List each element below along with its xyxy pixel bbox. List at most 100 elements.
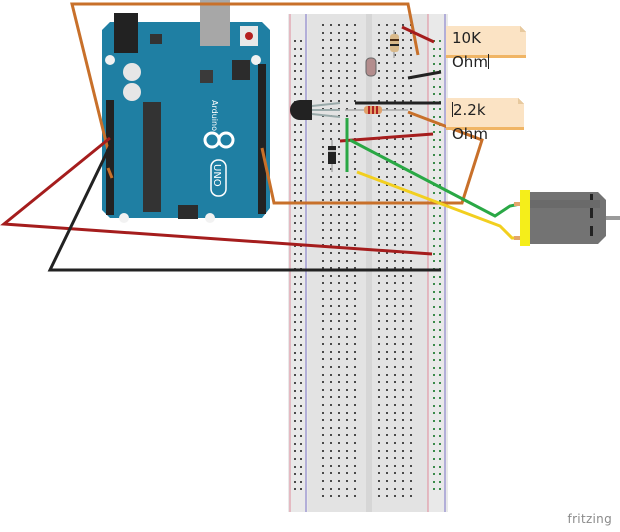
diode[interactable] bbox=[328, 140, 336, 172]
breadboard-hole bbox=[402, 389, 404, 391]
dc-motor[interactable] bbox=[514, 190, 620, 246]
breadboard-hole bbox=[330, 495, 332, 497]
breadboard-hole bbox=[433, 336, 435, 338]
breadboard-hole bbox=[378, 480, 380, 482]
breadboard-hole bbox=[294, 306, 296, 308]
breadboard-hole bbox=[330, 77, 332, 79]
note-10k-ohm[interactable]: 10K Ohm bbox=[446, 26, 526, 71]
breadboard[interactable] bbox=[288, 14, 448, 512]
breadboard-holes bbox=[294, 24, 441, 497]
wire-black-ground[interactable] bbox=[47, 145, 441, 272]
breadboard-hole bbox=[386, 199, 388, 201]
breadboard-hole bbox=[354, 237, 356, 239]
breadboard-hole bbox=[402, 77, 404, 79]
wire-black-top[interactable] bbox=[407, 70, 442, 80]
breadboard-hole bbox=[410, 343, 412, 345]
breadboard-hole bbox=[433, 116, 435, 118]
breadboard-hole bbox=[338, 282, 340, 284]
resistor-2k2[interactable] bbox=[345, 106, 408, 114]
breadboard-hole bbox=[322, 92, 324, 94]
breadboard-hole bbox=[322, 199, 324, 201]
breadboard-hole bbox=[394, 244, 396, 246]
wire-orange-right[interactable] bbox=[260, 110, 484, 205]
breadboard-hole bbox=[394, 24, 396, 26]
reset-button[interactable] bbox=[245, 32, 253, 40]
breadboard-hole bbox=[378, 267, 380, 269]
breadboard-hole bbox=[322, 168, 324, 170]
breadboard-hole bbox=[294, 200, 296, 202]
breadboard-hole bbox=[300, 367, 302, 369]
breadboard-hole bbox=[354, 275, 356, 277]
breadboard-hole bbox=[394, 480, 396, 482]
breadboard-hole bbox=[386, 336, 388, 338]
breadboard-hole bbox=[394, 366, 396, 368]
breadboard-hole bbox=[338, 442, 340, 444]
breadboard-hole bbox=[322, 130, 324, 132]
breadboard-hole bbox=[322, 138, 324, 140]
breadboard-hole bbox=[433, 306, 435, 308]
breadboard-hole bbox=[346, 381, 348, 383]
wire-red-power[interactable] bbox=[0, 136, 433, 256]
digital-header[interactable] bbox=[258, 64, 266, 214]
breadboard-hole bbox=[300, 283, 302, 285]
resistor-10k[interactable] bbox=[390, 30, 399, 58]
breadboard-hole bbox=[439, 443, 441, 445]
breadboard-hole bbox=[330, 328, 332, 330]
breadboard-hole bbox=[330, 130, 332, 132]
breadboard-hole bbox=[378, 450, 380, 452]
breadboard-hole bbox=[354, 495, 356, 497]
breadboard-hole bbox=[338, 427, 340, 429]
breadboard-hole bbox=[322, 123, 324, 125]
breadboard-hole bbox=[346, 351, 348, 353]
breadboard-hole bbox=[402, 457, 404, 459]
wire-orange-short[interactable] bbox=[106, 167, 114, 179]
breadboard-hole bbox=[322, 32, 324, 34]
breadboard-hole bbox=[402, 336, 404, 338]
transistor[interactable] bbox=[290, 100, 341, 120]
breadboard-hole bbox=[294, 253, 296, 255]
breadboard-hole bbox=[354, 153, 356, 155]
breadboard-hole bbox=[394, 396, 396, 398]
breadboard-hole bbox=[346, 184, 348, 186]
breadboard-hole bbox=[300, 428, 302, 430]
breadboard-hole bbox=[322, 275, 324, 277]
note-2k2-ohm[interactable]: 2.2k Ohm bbox=[446, 98, 524, 143]
wire-orange-top[interactable] bbox=[70, 2, 420, 151]
breadboard-hole bbox=[439, 473, 441, 475]
breadboard-hole bbox=[433, 314, 435, 316]
breadboard-hole bbox=[300, 458, 302, 460]
breadboard-hole bbox=[346, 206, 348, 208]
breadboard-hole bbox=[346, 404, 348, 406]
breadboard-hole bbox=[378, 313, 380, 315]
breadboard-hole bbox=[402, 153, 404, 155]
breadboard-hole bbox=[300, 276, 302, 278]
breadboard-hole bbox=[330, 351, 332, 353]
breadboard-hole bbox=[439, 146, 441, 148]
breadboard-hole bbox=[378, 24, 380, 26]
breadboard-hole bbox=[330, 138, 332, 140]
breadboard-hole bbox=[402, 267, 404, 269]
motor-shaft bbox=[606, 216, 620, 220]
breadboard-hole bbox=[386, 54, 388, 56]
photoresistor[interactable] bbox=[365, 57, 377, 77]
motor-terminal[interactable] bbox=[514, 236, 520, 240]
breadboard-hole bbox=[378, 282, 380, 284]
breadboard-hole bbox=[410, 298, 412, 300]
breadboard-hole bbox=[402, 450, 404, 452]
breadboard-hole bbox=[354, 465, 356, 467]
wire-red-top[interactable] bbox=[401, 25, 435, 44]
motor-terminal[interactable] bbox=[514, 202, 520, 206]
arduino-uno[interactable]: Arduino UNO bbox=[102, 0, 270, 223]
breadboard-hole bbox=[330, 92, 332, 94]
breadboard-hole bbox=[294, 78, 296, 80]
breadboard-hole bbox=[439, 238, 441, 240]
breadboard-hole bbox=[394, 419, 396, 421]
wire-red-mid[interactable] bbox=[339, 132, 434, 143]
breadboard-hole bbox=[378, 123, 380, 125]
power-analog-header[interactable] bbox=[106, 100, 114, 215]
breadboard-hole bbox=[354, 70, 356, 72]
breadboard-hole bbox=[294, 40, 296, 42]
breadboard-hole bbox=[402, 115, 404, 117]
breadboard-hole bbox=[294, 298, 296, 300]
breadboard-hole bbox=[386, 412, 388, 414]
